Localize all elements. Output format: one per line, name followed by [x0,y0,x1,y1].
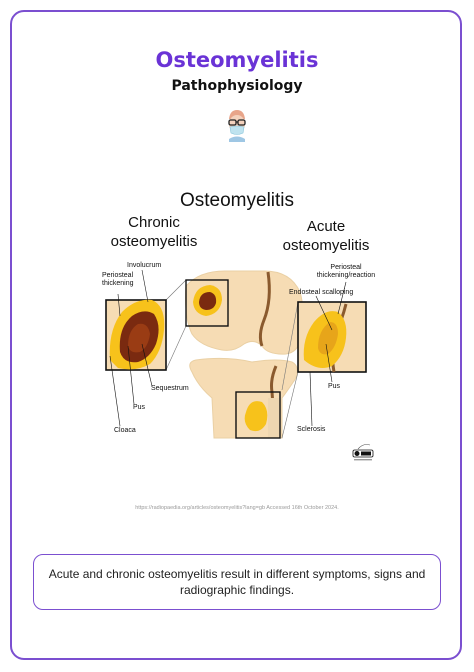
figure-title: Osteomyelitis [179,190,295,211]
femur-focus-box [185,279,229,327]
citation-link[interactable]: https://radiopaedia.org/articles/osteomy… [135,505,339,511]
femur-cortex-left [258,271,271,347]
fibula [268,398,279,438]
page-title: Osteomyelitis [155,48,319,72]
tibia-bone [189,357,298,439]
chronic-heading: Chronic osteomyelitis [110,214,198,250]
page-subtitle: Pathophysiology [171,78,303,94]
caption-box: Acute and chronic osteomyelitis result i… [33,554,441,610]
acute-heading: Acute osteomyelitis [282,218,370,254]
label-sclerosis: Sclerosis [297,426,326,433]
label-acute-pus: Pus [328,383,341,390]
label-periosteal-thickening: Periosteal thickening [102,272,134,287]
tibia-focus-box [235,391,281,439]
doctor-avatar-icon [228,110,246,142]
label-chronic-pus: Pus [133,404,146,411]
creative-commons-license-icon [352,444,374,461]
caption-text: Acute and chronic osteomyelitis result i… [48,567,426,597]
label-periosteal-reaction: Periosteal thickening/reaction [316,264,376,279]
label-endosteal-scalloping: Endosteal scalloping [289,289,354,296]
label-sequestrum: Sequestrum [151,385,189,392]
label-cloaca: Cloaca [114,427,136,434]
page-border [10,10,462,660]
label-involucrum: Involucrum [127,262,162,269]
